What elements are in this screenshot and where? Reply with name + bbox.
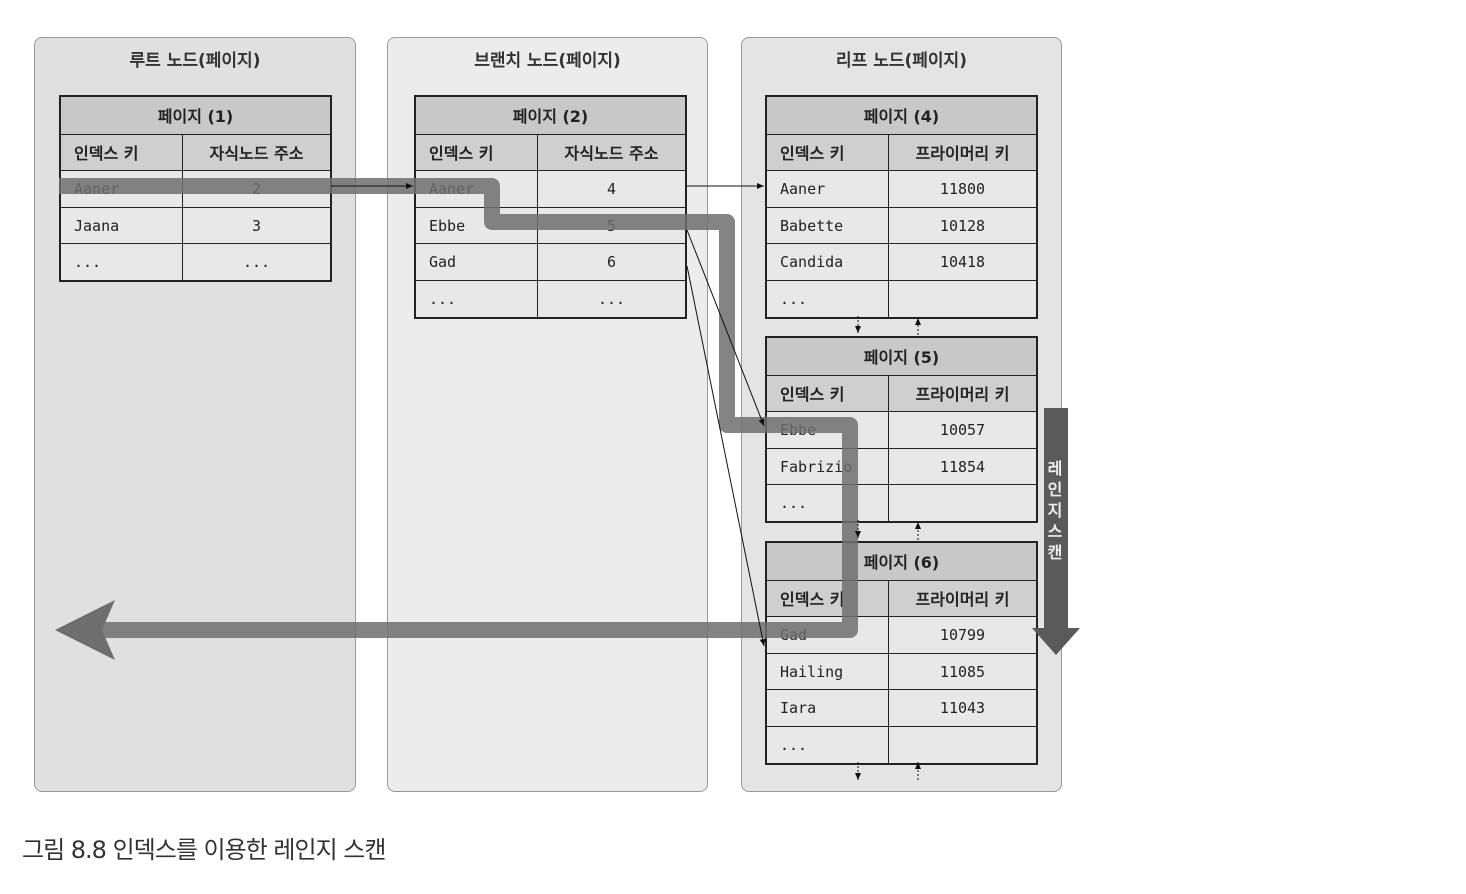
value-cell: 11085	[939, 662, 986, 681]
value-cell: 11043	[939, 699, 986, 718]
column-header: 프라이머리 키	[889, 134, 1036, 171]
table-row: ......	[416, 279, 685, 317]
panel-title: 리프 노드(페이지)	[836, 51, 967, 71]
column-header: 인덱스 키	[416, 134, 538, 171]
table-row: Gad 6	[416, 243, 685, 280]
column-header: 프라이머리 키	[889, 375, 1036, 412]
index-key-cell: Fabrizio	[767, 448, 889, 485]
index-key-cell: ...	[767, 485, 889, 521]
index-key-cell: Gad	[416, 244, 538, 280]
value-cell: 10799	[939, 625, 986, 644]
value-cell: 6	[606, 253, 617, 272]
value-cell: 4	[606, 179, 617, 198]
value-cell: ...	[597, 289, 626, 308]
value-cell: 11854	[939, 457, 986, 476]
pointer-arrow	[686, 229, 765, 427]
index-key-cell: ...	[61, 244, 183, 280]
column-header: 인덱스 키	[61, 134, 183, 171]
value-cell: ...	[242, 253, 271, 272]
page-title: 페이지 (4)	[767, 97, 1036, 134]
index-key-cell: Hailing	[767, 653, 889, 690]
panel-title: 루트 노드(페이지)	[129, 51, 261, 71]
index-key-cell: ...	[767, 280, 889, 317]
range-scan-label: 레 인 지 스 캔	[1047, 459, 1063, 562]
index-key-cell: ...	[416, 280, 538, 317]
table-row: Aaner 11800	[767, 170, 1036, 207]
index-key-cell: ...	[767, 726, 889, 763]
panel-title: 브랜치 노드(페이지)	[474, 51, 621, 71]
column-header: 자식노드 주소	[538, 134, 685, 171]
index-key-cell: Iara	[767, 690, 889, 726]
index-key-cell: Babette	[767, 207, 889, 244]
value-cell: 10128	[939, 216, 986, 235]
column-header: 인덱스 키	[767, 375, 889, 412]
search-path-arrow	[59, 178, 858, 638]
page-title: 페이지 (6)	[767, 543, 1036, 580]
table-row: Fabrizio 11854	[767, 447, 1036, 485]
page-title: 페이지 (5)	[767, 338, 1036, 375]
column-header: 프라이머리 키	[889, 580, 1036, 617]
value-cell: 10057	[939, 420, 986, 439]
page-title: 페이지 (1)	[61, 97, 330, 134]
table-row: Hailing 11085	[767, 652, 1036, 690]
index-key-cell: Aaner	[767, 171, 889, 207]
column-header: 인덱스 키	[767, 580, 889, 617]
index-key-cell: Jaana	[61, 207, 183, 244]
column-header: 자식노드 주소	[183, 134, 330, 171]
search-path-arrowhead	[55, 600, 115, 660]
table-row: ......	[61, 243, 330, 280]
table-row: ...	[767, 484, 1036, 521]
value-cell: 3	[251, 216, 262, 235]
figure-caption: 그림 8.8 인덱스를 이용한 레인지 스캔	[22, 836, 386, 864]
table-row: Babette 10128	[767, 206, 1036, 244]
table-row: Iara 11043	[767, 689, 1036, 726]
table-row: ...	[767, 725, 1036, 763]
range-scan-arrow	[1032, 408, 1080, 655]
value-cell: 11800	[939, 179, 986, 198]
pointer-arrow	[686, 265, 766, 647]
page-title: 페이지 (2)	[416, 97, 685, 134]
index-key-cell: Candida	[767, 244, 889, 280]
column-header: 인덱스 키	[767, 134, 889, 171]
table-row: Candida 10418	[767, 243, 1036, 280]
table-row: Jaana 3	[61, 206, 330, 244]
table-row: ...	[767, 279, 1036, 317]
value-cell: 10418	[939, 253, 986, 272]
